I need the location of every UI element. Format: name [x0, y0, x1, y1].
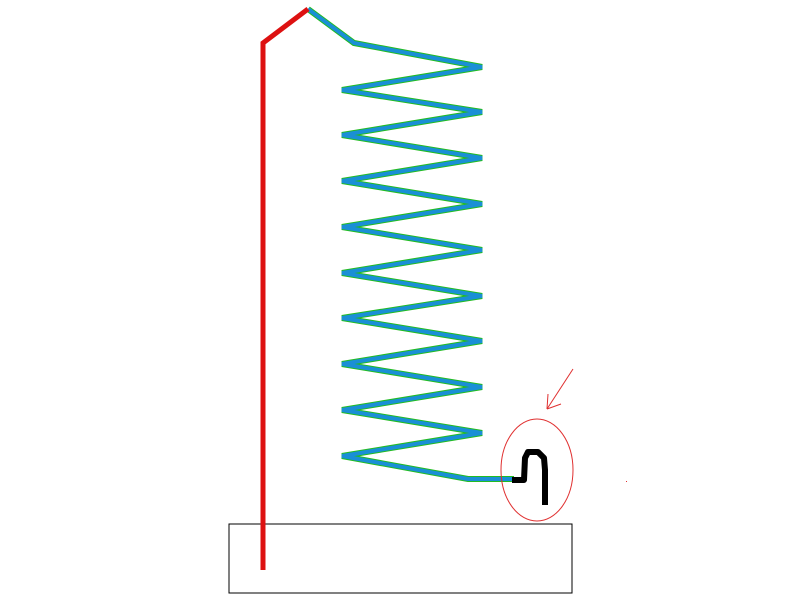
spring-coil: [306, 7, 514, 481]
pointer-arrow-head-left: [546, 393, 549, 410]
hook: [512, 449, 548, 505]
stray-dot: [626, 481, 627, 482]
pointer-arrow-shaft: [546, 368, 574, 410]
base-block: [228, 523, 573, 594]
pointer-arrow: [546, 368, 574, 410]
pointer-arrow-head-right: [546, 403, 562, 410]
support-rod: [260, 7, 310, 570]
highlight-circle: [500, 418, 574, 522]
